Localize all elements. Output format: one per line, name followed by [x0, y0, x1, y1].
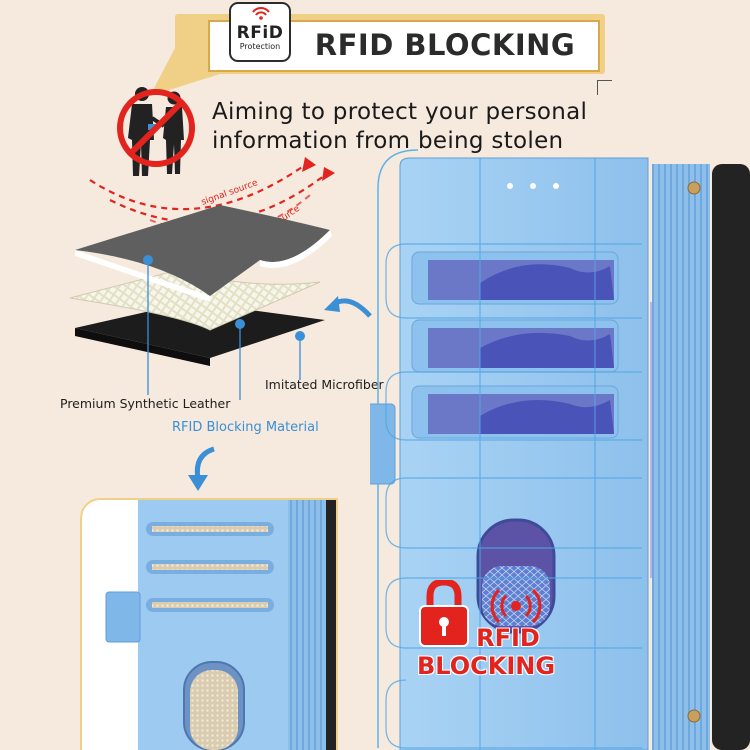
corner-mark: [597, 80, 612, 95]
rfid-protection-badge: RFiD Protection: [229, 2, 291, 62]
rfid-lock-icon: [419, 580, 542, 647]
rfid-red-line2: BLOCKING: [416, 652, 556, 680]
arrow-down-icon: [188, 446, 215, 491]
banner-title: RFID BLOCKING: [314, 28, 576, 62]
rfid-blocking-red-label: RFID BLOCKING: [416, 624, 556, 680]
label-rfid-material: RFID Blocking Material: [172, 420, 319, 435]
badge-main-text: RFiD: [236, 23, 284, 43]
rfid-red-line1: RFID: [476, 624, 540, 652]
thief-prohibited-icon: [117, 87, 195, 176]
subtitle-text: Aiming to protect your personal informat…: [212, 99, 588, 154]
card-slot: [411, 385, 619, 439]
banner-tail: [150, 48, 220, 96]
label-microfiber: Imitated Microfiber: [265, 377, 384, 392]
label-premium-leather: Premium Synthetic Leather: [60, 396, 231, 411]
card-slot: [411, 251, 619, 305]
wallet-case-illustration: [370, 149, 750, 750]
wallet-interior-illustration: [105, 498, 338, 750]
inset-frame: [80, 498, 338, 750]
material-layers-illustration: [69, 205, 332, 400]
badge-sub-text: Protection: [239, 42, 281, 51]
card-slot: [411, 319, 619, 373]
wireless-signal-icon: [252, 7, 270, 20]
detail-inset-panel: [80, 498, 338, 750]
arrow-to-wallet-icon: [324, 296, 372, 318]
